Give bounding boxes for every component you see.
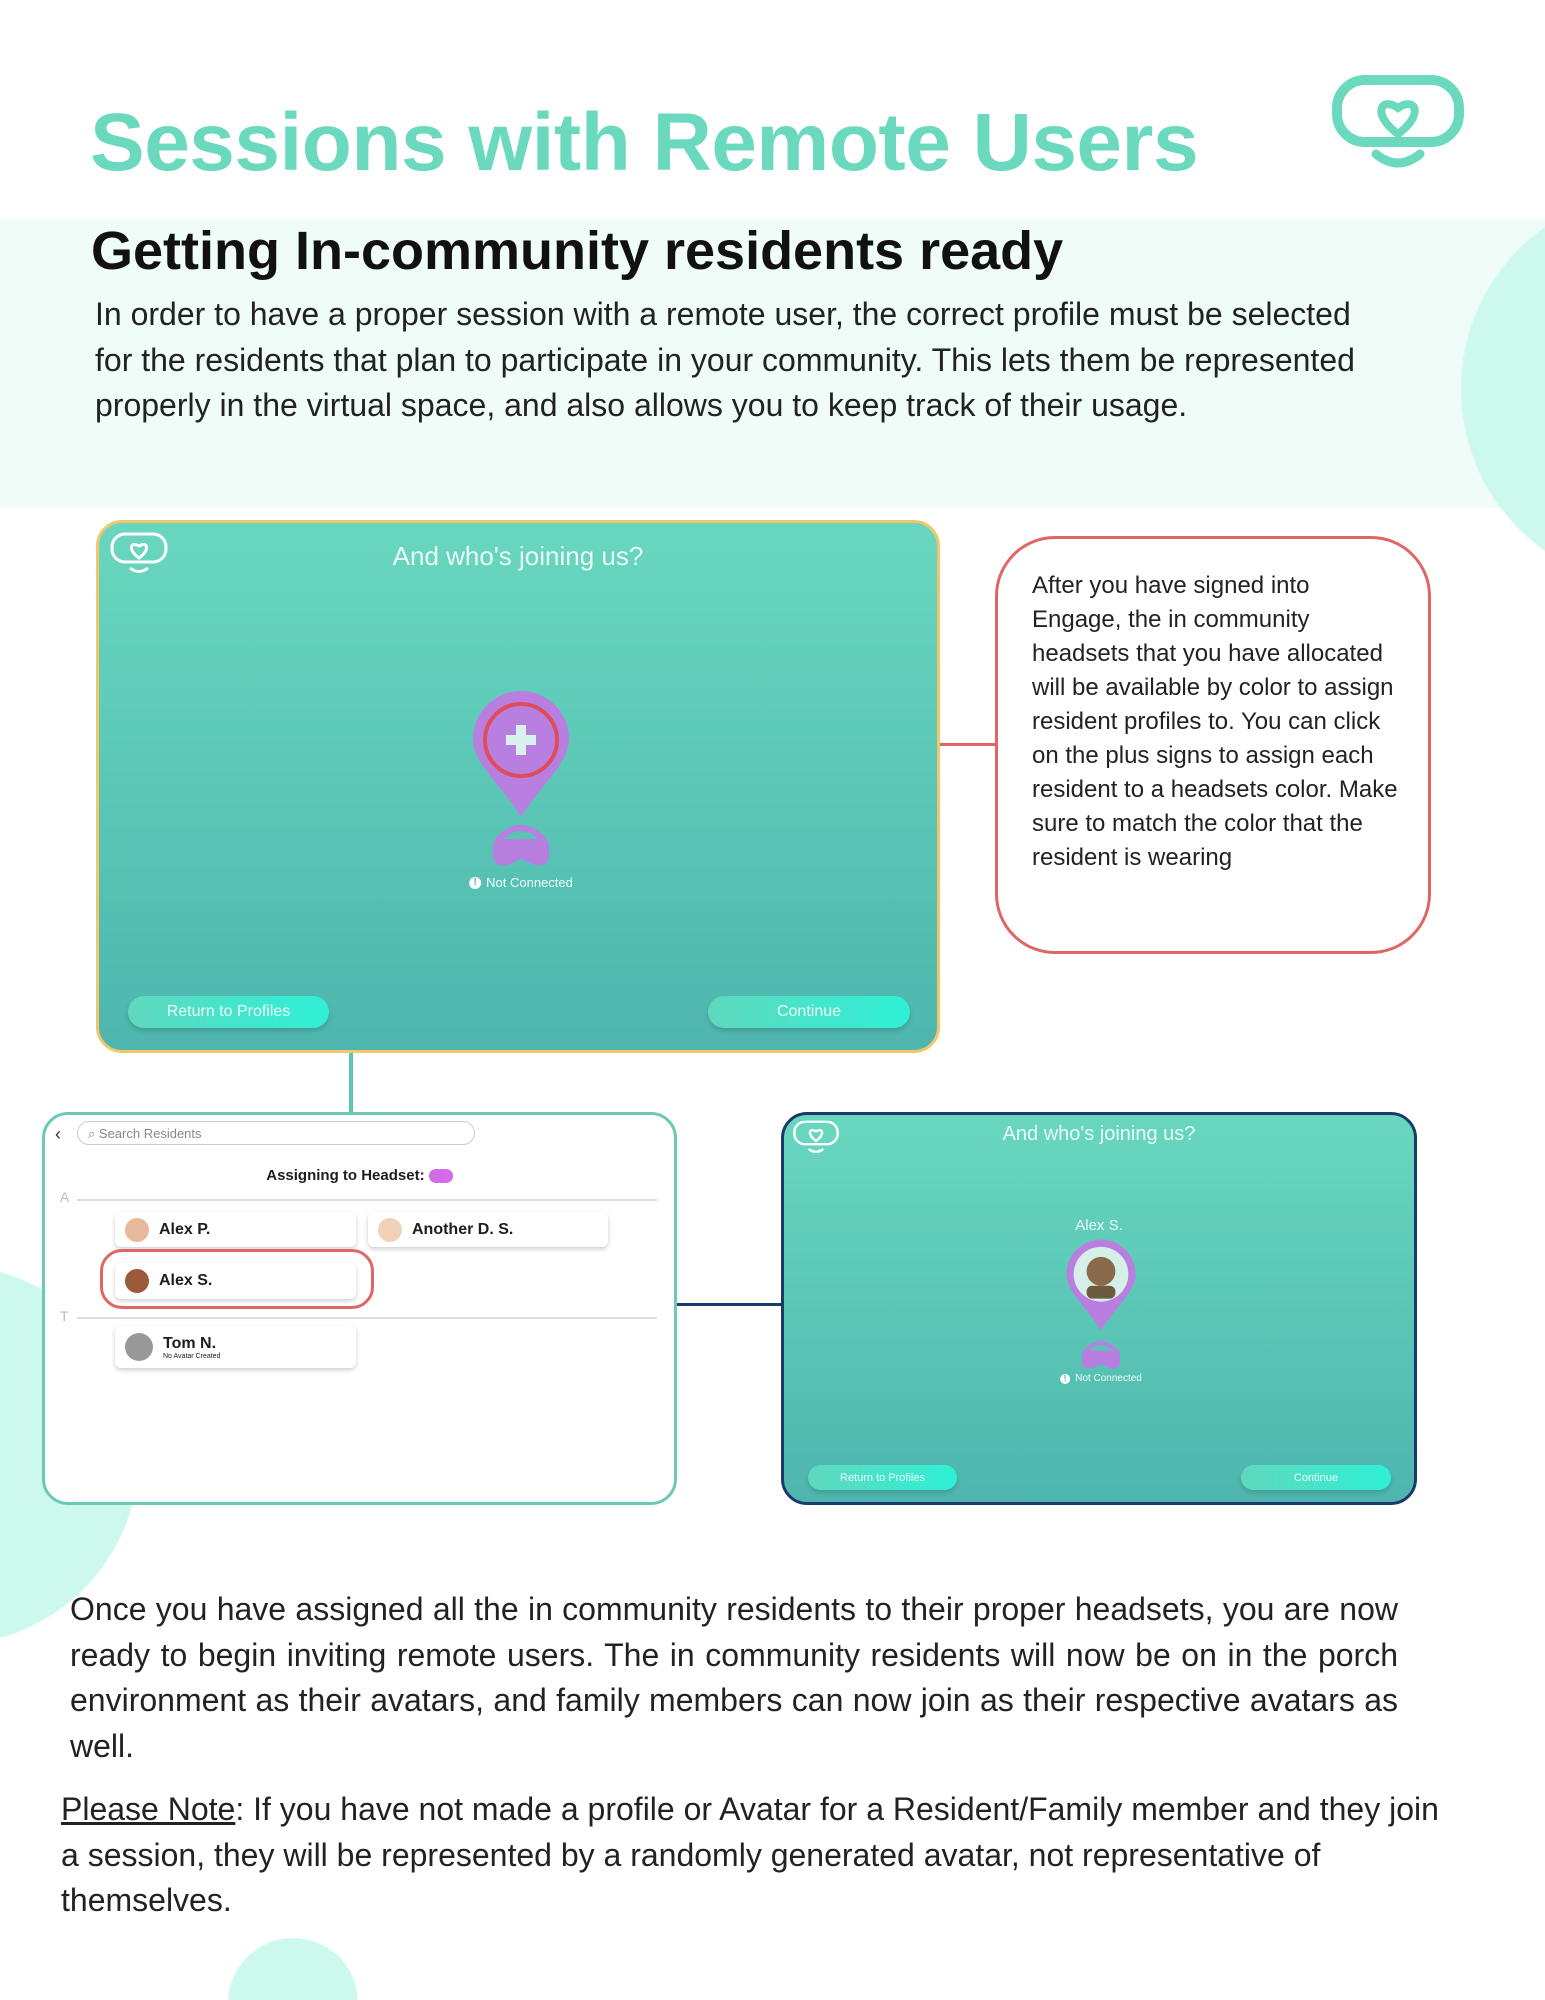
headset-slot-plus-button[interactable]: [471, 689, 571, 819]
assigned-resident-name: Alex S.: [1075, 1217, 1123, 1234]
page-title: Sessions with Remote Users: [90, 97, 1199, 188]
return-to-profiles-button[interactable]: Return to Profiles: [808, 1465, 957, 1490]
note-paragraph: Please Note: If you have not made a prof…: [61, 1787, 1461, 1924]
info-icon: !: [469, 876, 482, 889]
closing-paragraph: Once you have assigned all the in commun…: [70, 1591, 1398, 1764]
divider: [77, 1317, 657, 1319]
default-avatar-icon: [125, 1333, 153, 1361]
resident-name: Alex P.: [159, 1220, 211, 1238]
search-placeholder: Search Residents: [98, 1126, 202, 1141]
search-input[interactable]: ⌕ Search Residents: [77, 1121, 475, 1145]
intro-paragraph: In order to have a proper session with a…: [95, 296, 1355, 423]
header-band: [0, 219, 1545, 508]
resident-card-selected[interactable]: Alex S.: [115, 1263, 356, 1299]
continue-button[interactable]: Continue: [1241, 1465, 1391, 1490]
avatar: [378, 1217, 402, 1242]
callout-box: After you have signed into Engage, the i…: [995, 536, 1431, 954]
avatar: [125, 1217, 149, 1242]
return-to-profiles-button[interactable]: Return to Profiles: [128, 996, 329, 1028]
info-icon: !: [1060, 1373, 1071, 1384]
divider: [77, 1199, 657, 1201]
section-heading: Getting In-community residents ready: [91, 221, 1064, 281]
assigned-headset-screen: And who's joining us? Alex S. ! Not Conne…: [781, 1112, 1417, 1505]
resident-note: No Avatar Created: [163, 1352, 221, 1360]
headset-selection-screen: And who's joining us? ! Not Connected Ret…: [96, 520, 940, 1053]
headset-icon: [428, 1169, 453, 1184]
resident-card[interactable]: Alex P.: [115, 1212, 356, 1247]
app-logo-icon: [793, 1120, 839, 1153]
status-text: Not Connected: [1075, 1373, 1142, 1384]
note-text: : If you have not made a profile or Avat…: [61, 1791, 1439, 1918]
headset-icon: [1081, 1341, 1121, 1369]
continue-button[interactable]: Continue: [708, 996, 910, 1028]
assigning-text: Assigning to Headset:: [266, 1167, 425, 1184]
search-icon: ⌕: [88, 1126, 96, 1141]
decor-circle: [228, 1938, 358, 2000]
back-icon[interactable]: ‹: [55, 1124, 61, 1144]
assigned-avatar-pin[interactable]: [1065, 1237, 1137, 1333]
note-label: Please Note: [61, 1791, 236, 1827]
status-text: Not Connected: [486, 875, 573, 890]
resident-card[interactable]: Tom N.No Avatar Created: [115, 1326, 356, 1368]
screen-title: And who's joining us?: [392, 541, 644, 571]
resident-name: Another D. S.: [412, 1220, 514, 1238]
screen-title: And who's joining us?: [1002, 1123, 1196, 1145]
section-letter: A: [60, 1189, 70, 1205]
connector-line: [349, 1053, 353, 1113]
resident-assignment-screen: ‹ ⌕ Search Residents Assigning to Headse…: [42, 1112, 677, 1505]
connector-line: [677, 1303, 782, 1306]
logo-icon: [1332, 75, 1464, 168]
headset-icon: [493, 825, 549, 866]
resident-name: Tom N.: [163, 1334, 217, 1352]
decor-circle: [1400, 191, 1545, 587]
selection-highlight: [100, 1249, 374, 1309]
resident-card[interactable]: Another D. S.: [368, 1212, 608, 1247]
section-letter: T: [60, 1308, 69, 1324]
connection-status: ! Not Connected: [1060, 1373, 1142, 1384]
resident-name: Alex S.: [159, 1272, 213, 1289]
connection-status: ! Not Connected: [469, 875, 573, 890]
avatar: [125, 1269, 149, 1293]
app-logo-icon: [110, 532, 168, 573]
assigning-label: Assigning to Headset:: [45, 1167, 674, 1184]
